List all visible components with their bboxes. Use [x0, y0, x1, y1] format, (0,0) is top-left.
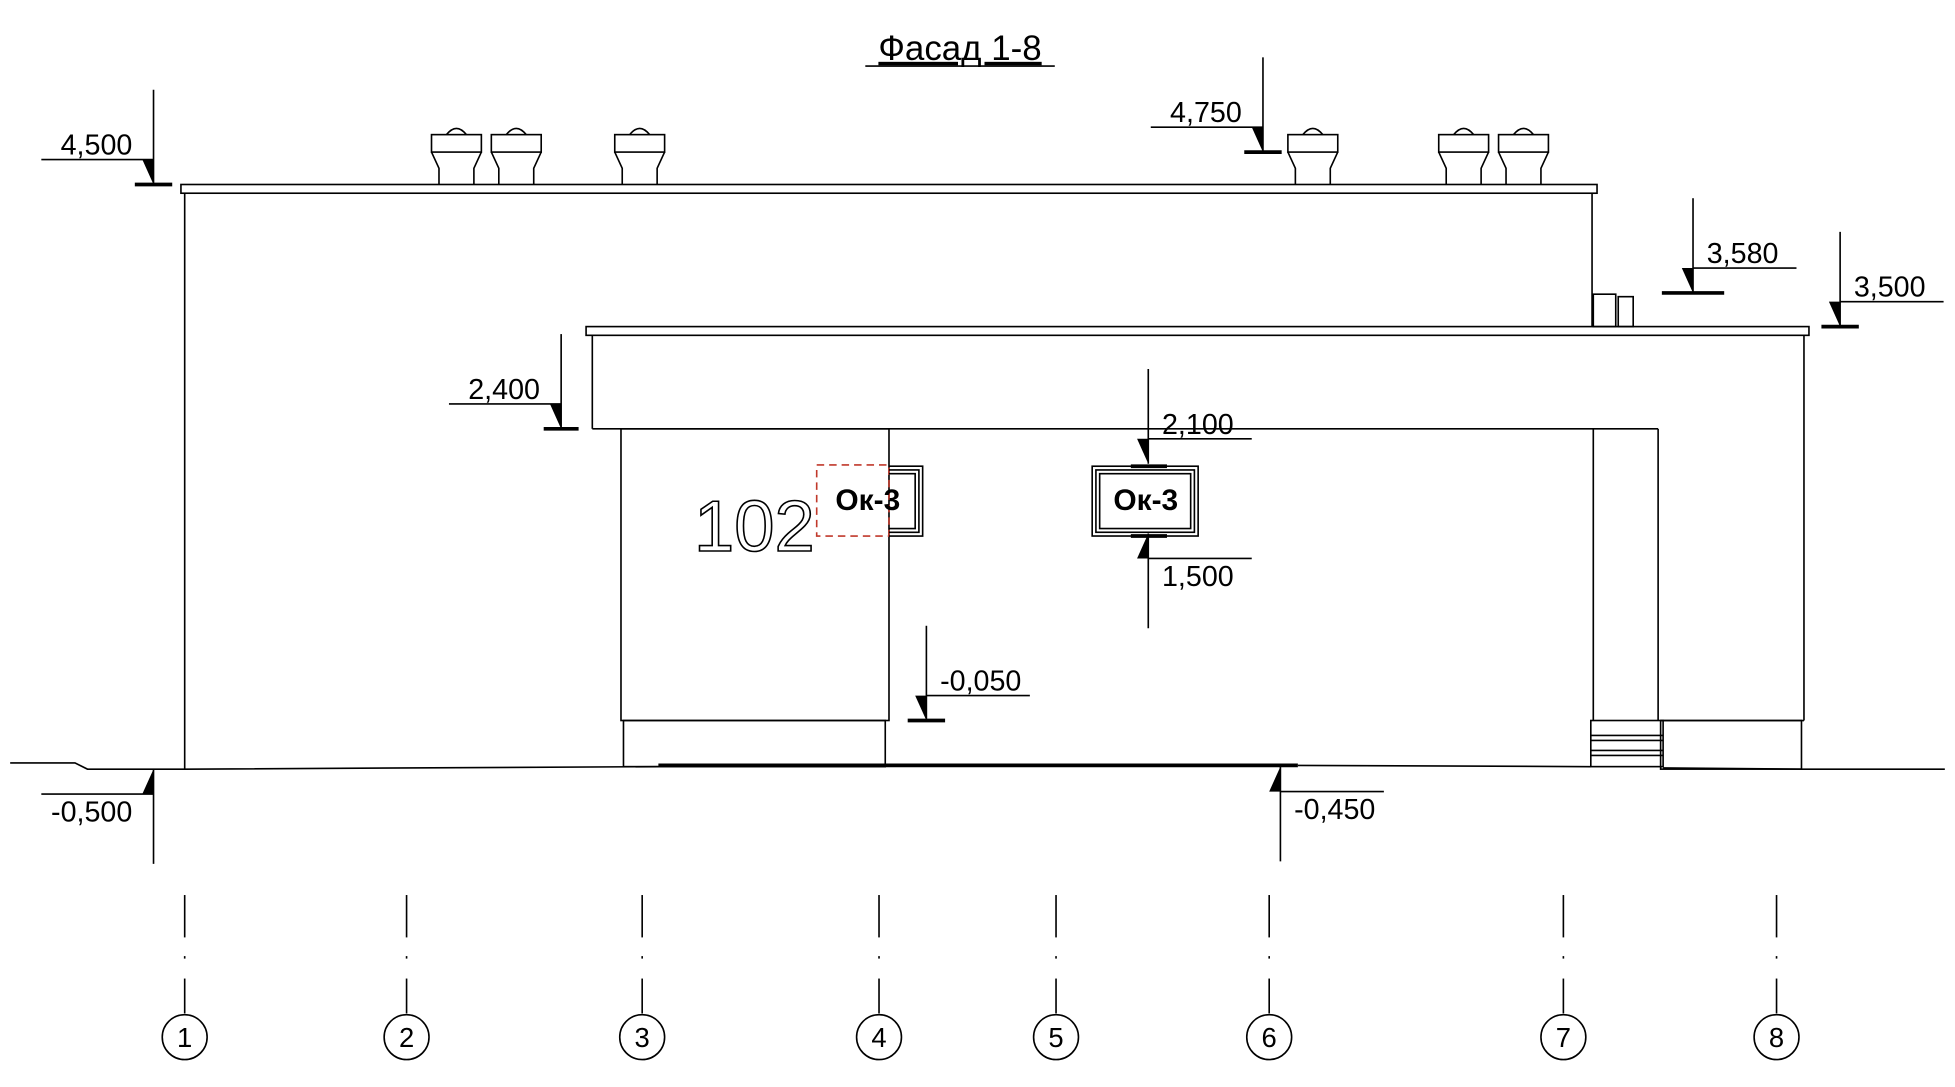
axis-label: 4	[871, 1022, 886, 1053]
entrance-volume	[620, 428, 890, 722]
level-arrow-icon	[1137, 438, 1149, 464]
level-marker-parapet-step: 3,580	[1661, 198, 1797, 295]
level-label: 3,500	[1854, 272, 1926, 304]
lower-roof-parapet	[585, 325, 1810, 337]
level-label: -0,050	[940, 666, 1021, 698]
axis-bubble	[1032, 1013, 1080, 1061]
axis-7: 7	[1540, 895, 1587, 1061]
axis-bubble	[855, 1013, 903, 1061]
level-marker-window-bottom: 1,500	[1137, 533, 1252, 629]
building	[10, 127, 1945, 770]
window-right: Ок-3	[1091, 464, 1199, 538]
axis-5: 5	[1032, 895, 1080, 1061]
axis-bubble	[1753, 1013, 1800, 1061]
level-marker-roof-high: 4,500	[41, 89, 173, 187]
level-arrow-icon	[142, 159, 154, 185]
window-label: Ок-3	[835, 484, 900, 517]
level-label: 3,580	[1707, 238, 1779, 270]
axis-bubble	[1540, 1013, 1587, 1061]
axis-label: 3	[635, 1022, 650, 1053]
level-arrow-icon	[549, 403, 562, 429]
axis-label: 6	[1262, 1022, 1277, 1053]
level-label: 1,500	[1162, 561, 1234, 593]
room-number: 102	[694, 487, 815, 567]
axis-2: 2	[383, 895, 430, 1061]
upper-roof-parapet	[180, 183, 1598, 195]
axis-3: 3	[618, 895, 666, 1061]
axis-6: 6	[1245, 895, 1293, 1061]
level-arrow-icon	[1251, 127, 1263, 153]
roof-vent-icon	[490, 127, 543, 185]
roof-vent-icon	[613, 127, 666, 185]
level-marker-ground-mid: -0,450	[1269, 766, 1384, 862]
level-label: 2,100	[1162, 409, 1234, 441]
roof-vent-icon	[1287, 127, 1339, 185]
level-arrow-icon	[1137, 533, 1149, 559]
level-arrow-icon	[915, 695, 927, 721]
level-label: 2,400	[468, 374, 540, 406]
level-label: 4,750	[1170, 97, 1242, 129]
roof-vent-icon	[430, 127, 483, 185]
level-label: -0,500	[51, 796, 132, 828]
level-marker-ground-left: -0,500	[41, 769, 155, 864]
axis-bubble	[383, 1013, 430, 1061]
axis-label: 8	[1769, 1022, 1784, 1053]
axis-4: 4	[855, 895, 903, 1061]
axis-label: 7	[1556, 1022, 1571, 1053]
roof-vent-icon	[1437, 127, 1490, 185]
level-marker-window-top: 2,100	[1137, 368, 1252, 464]
axis-8: 8	[1753, 895, 1800, 1061]
steps	[1589, 719, 1664, 768]
small-vent	[1617, 295, 1635, 328]
level-arrow-icon	[142, 769, 154, 795]
level-marker-floor: -0,050	[907, 625, 1030, 723]
axis-bubble	[1245, 1013, 1293, 1061]
level-label: -0,450	[1294, 794, 1375, 826]
axis-label: 5	[1048, 1022, 1063, 1053]
level-arrow-icon	[1681, 268, 1694, 293]
axis-bubble	[618, 1013, 666, 1061]
window-label: Ок-3	[1113, 484, 1178, 517]
axis-1: 1	[161, 895, 208, 1061]
axis-bubble	[161, 1013, 208, 1061]
axis-label: 1	[177, 1022, 192, 1053]
level-marker-vent-top: 4,750	[1150, 57, 1282, 154]
grid-axes: 1 2 3 4 5 6 7 8	[161, 895, 1800, 1061]
level-marker-roof-low: 3,500	[1821, 231, 1944, 329]
roof-vent-icon	[1497, 127, 1550, 185]
level-arrow-icon	[1828, 301, 1841, 327]
level-arrow-icon	[1269, 766, 1281, 792]
level-label: 4,500	[61, 130, 133, 162]
level-marker-canopy: 2,400	[448, 334, 579, 431]
ground-line	[10, 762, 659, 770]
drawing-title: Фасад 1-8	[878, 29, 1041, 68]
axis-label: 2	[399, 1022, 414, 1053]
window-left: Ок-3	[815, 464, 924, 537]
selection-marker	[815, 464, 890, 537]
